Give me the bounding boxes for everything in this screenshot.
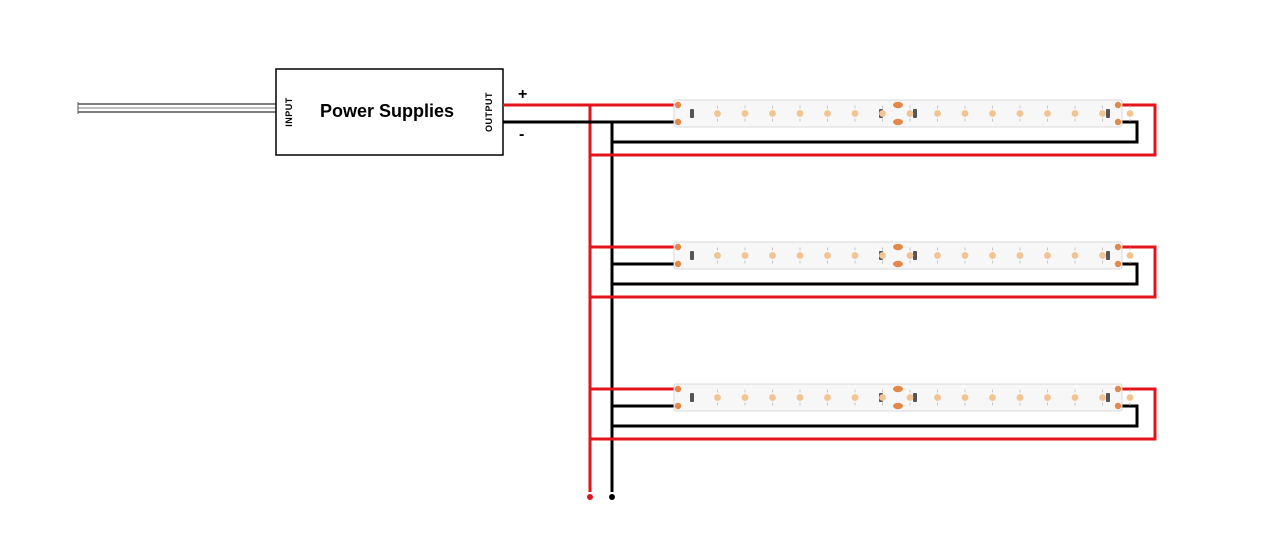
resistor xyxy=(1106,393,1110,402)
led-chip xyxy=(1044,110,1051,117)
led-chip xyxy=(741,394,749,401)
solder-pad xyxy=(674,243,682,251)
led-chip xyxy=(1126,252,1134,259)
strip-2-wiring xyxy=(590,245,1157,299)
led-chip xyxy=(1016,110,1024,117)
led-chip xyxy=(1044,394,1051,401)
solder-pad xyxy=(1114,243,1122,251)
led-chip xyxy=(961,252,969,259)
led-strip-1-icon xyxy=(673,99,1134,128)
solder-pad xyxy=(674,118,682,126)
led-chip xyxy=(1044,252,1051,259)
led-chip xyxy=(906,394,914,401)
solder-pad xyxy=(674,260,682,268)
led-chip xyxy=(851,394,859,401)
led-chip xyxy=(879,252,886,259)
power-supply-box xyxy=(275,68,504,156)
resistor xyxy=(913,109,917,118)
led-chip xyxy=(741,110,749,117)
solder-pad xyxy=(1114,118,1122,126)
resistor xyxy=(913,393,917,402)
cut-pad xyxy=(893,402,903,410)
solder-pad xyxy=(1114,402,1122,410)
positive-terminal-dot xyxy=(587,494,593,500)
led-chip xyxy=(714,252,721,259)
led-chip xyxy=(769,252,776,259)
led-chip xyxy=(741,252,749,259)
led-chip xyxy=(824,394,831,401)
resistor xyxy=(1106,251,1110,260)
led-chip xyxy=(1071,252,1079,259)
cut-pad xyxy=(893,260,903,268)
negative-symbol: - xyxy=(519,126,524,143)
led-strip-3-icon xyxy=(673,383,1134,412)
solder-pad xyxy=(674,402,682,410)
led-chip xyxy=(879,110,886,117)
led-chip xyxy=(1099,252,1106,259)
led-chip xyxy=(824,252,831,259)
input-label: INPUT xyxy=(284,97,294,127)
led-chip xyxy=(906,110,914,117)
cut-pad xyxy=(893,385,903,393)
led-chip xyxy=(934,252,941,259)
resistor xyxy=(690,109,694,118)
led-chip xyxy=(1099,394,1106,401)
resistor xyxy=(1106,109,1110,118)
led-chip xyxy=(934,394,941,401)
led-chip xyxy=(769,394,776,401)
resistor xyxy=(690,393,694,402)
solder-pad xyxy=(674,385,682,393)
cut-pad xyxy=(893,101,903,109)
led-chip xyxy=(989,110,996,117)
led-chip xyxy=(1071,110,1079,117)
led-chip xyxy=(824,110,831,117)
resistor xyxy=(690,251,694,260)
led-chip xyxy=(796,252,804,259)
led-chip xyxy=(796,394,804,401)
solder-pad xyxy=(1114,260,1122,268)
power-supply: Power Supplies INPUT OUTPUT xyxy=(275,68,504,156)
strip-1-wiring xyxy=(590,103,1157,157)
solder-pad xyxy=(1114,385,1122,393)
led-chip xyxy=(1016,394,1024,401)
led-chip xyxy=(1071,394,1079,401)
led-chip xyxy=(989,394,996,401)
led-chip xyxy=(1099,110,1106,117)
led-chip xyxy=(851,252,859,259)
led-chip xyxy=(769,110,776,117)
led-chip xyxy=(1126,110,1134,117)
negative-bus-wire xyxy=(503,120,614,492)
led-strip-2-icon xyxy=(673,241,1134,270)
led-chip xyxy=(879,394,886,401)
led-chip xyxy=(934,110,941,117)
solder-pad xyxy=(1114,101,1122,109)
led-chip xyxy=(851,110,859,117)
resistor xyxy=(913,251,917,260)
solder-pad xyxy=(674,101,682,109)
led-chip xyxy=(961,110,969,117)
cut-pad xyxy=(893,118,903,126)
led-chip xyxy=(906,252,914,259)
positive-bus-wire xyxy=(503,103,592,492)
led-chip xyxy=(714,394,721,401)
led-chip xyxy=(714,110,721,117)
led-chip xyxy=(989,252,996,259)
led-strips xyxy=(673,99,1134,412)
output-label: OUTPUT xyxy=(484,92,494,132)
power-supply-title: Power Supplies xyxy=(320,101,454,121)
mains-cable-icon xyxy=(77,102,277,114)
led-chip xyxy=(1016,252,1024,259)
led-chip xyxy=(796,110,804,117)
strip-3-wiring xyxy=(590,387,1157,441)
led-chip xyxy=(1126,394,1134,401)
led-chip xyxy=(961,394,969,401)
main-bus xyxy=(503,103,615,500)
negative-terminal-dot xyxy=(609,494,615,500)
positive-symbol: + xyxy=(518,86,527,103)
cut-pad xyxy=(893,243,903,251)
